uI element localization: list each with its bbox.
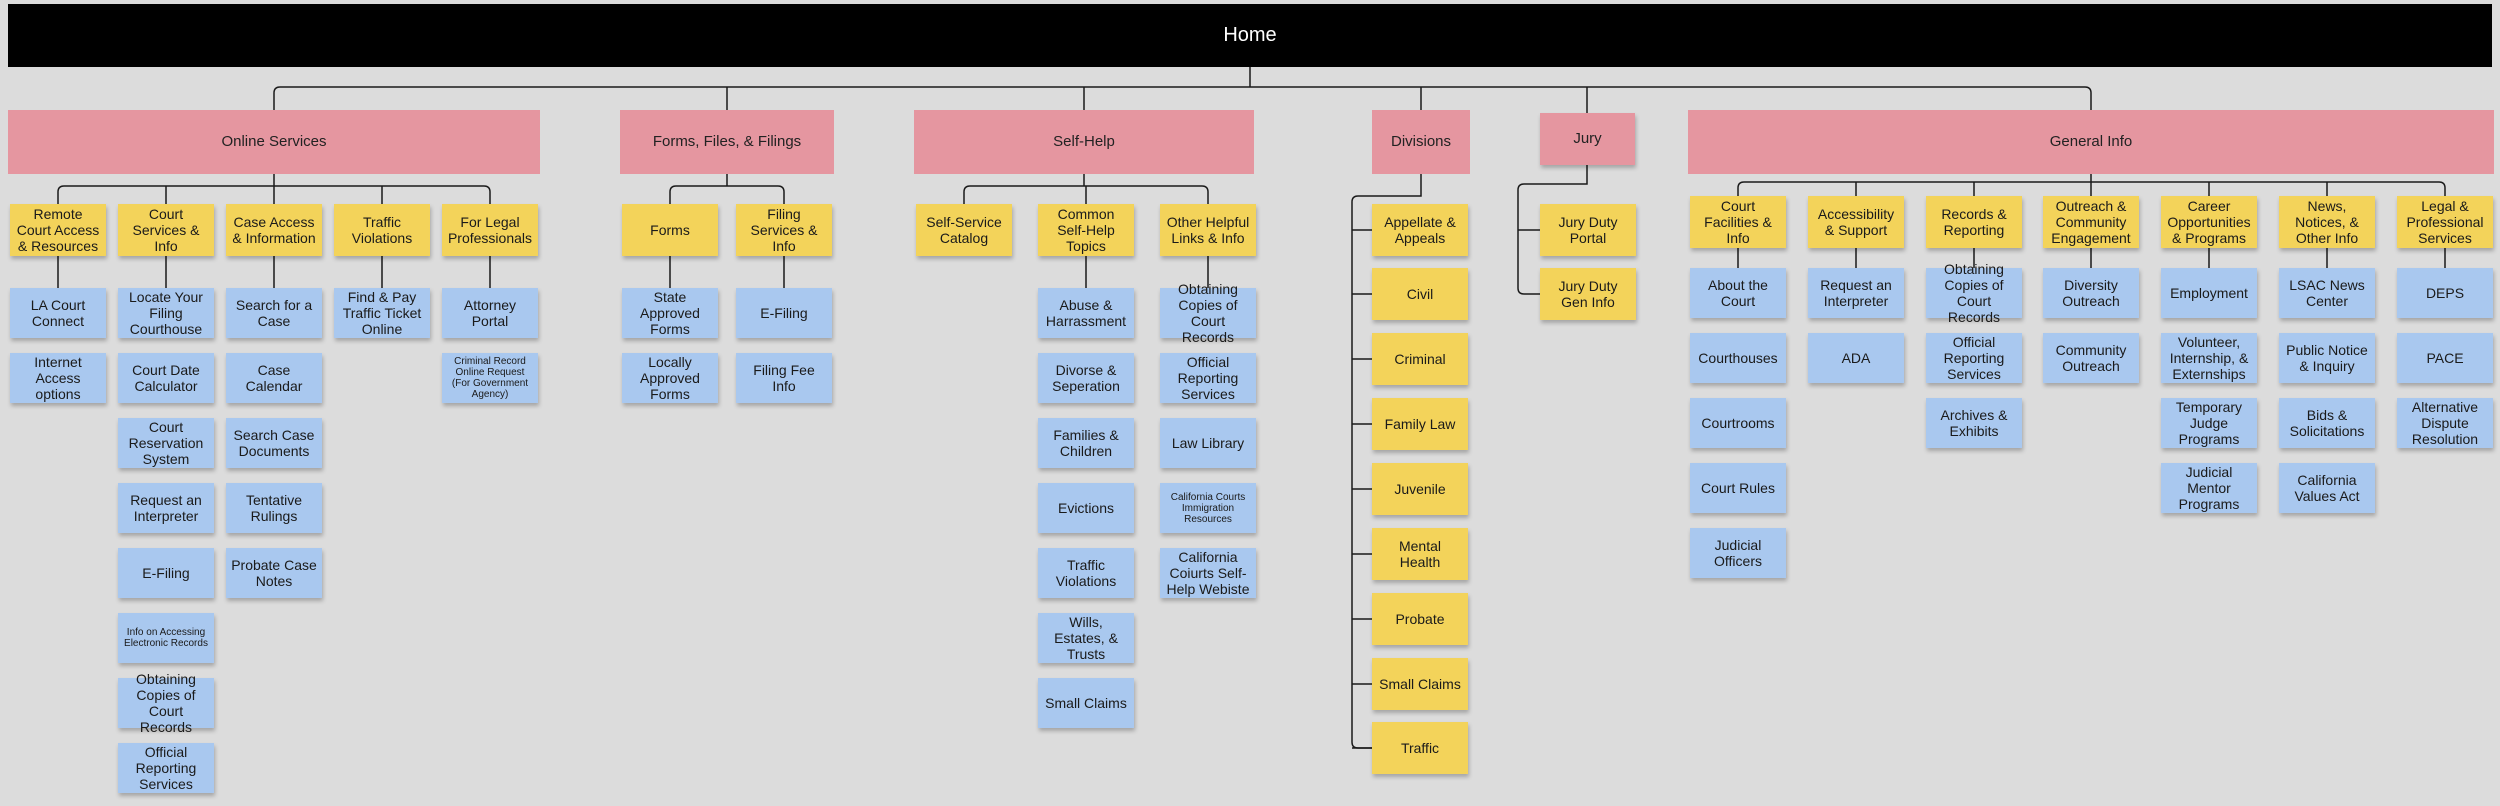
leaf-archives-exhibits[interactable]: Archives & Exhibits [1926,398,2022,448]
division-criminal[interactable]: Criminal [1372,333,1468,385]
leaf-judicial-officers[interactable]: Judicial Officers [1690,528,1786,578]
leaf-tentative-rulings[interactable]: Tentative Rulings [226,483,322,533]
sub-case-access-information[interactable]: Case Access & Information [226,204,322,256]
category-general-info[interactable]: General Info [1688,110,2494,174]
leaf-bids-solicitations[interactable]: Bids & Solicitations [2279,398,2375,448]
division-probate[interactable]: Probate [1372,593,1468,645]
leaf-info-accessing-electronic-records[interactable]: Info on Accessing Electronic Records [118,613,214,663]
leaf-pace[interactable]: PACE [2397,333,2493,383]
leaf-diversity-outreach[interactable]: Diversity Outreach [2043,268,2139,318]
sub-filing-services-info[interactable]: Filing Services & Info [736,204,832,256]
leaf-find-pay-traffic-ticket[interactable]: Find & Pay Traffic Ticket Online [334,288,430,338]
leaf-locate-filing-courthouse[interactable]: Locate Your Filing Courthouse [118,288,214,338]
leaf-general-obtaining-copies[interactable]: Obtaining Copies of Court Records [1926,261,2022,325]
leaf-community-outreach[interactable]: Community Outreach [2043,333,2139,383]
category-self-help[interactable]: Self-Help [914,110,1254,174]
leaf-california-courts-immigration[interactable]: California Courts Immigration Resources [1160,483,1256,533]
leaf-evictions[interactable]: Evictions [1038,483,1134,533]
leaf-abuse-harrassment[interactable]: Abuse & Harrassment [1038,288,1134,338]
leaf-lsac-news-center[interactable]: LSAC News Center [2279,268,2375,318]
sub-common-self-help-topics[interactable]: Common Self-Help Topics [1038,204,1134,256]
category-forms-files-filings[interactable]: Forms, Files, & Filings [620,110,834,174]
leaf-ada[interactable]: ADA [1808,333,1904,383]
leaf-court-rules[interactable]: Court Rules [1690,463,1786,513]
home-node[interactable]: Home [8,4,2492,67]
leaf-filing-fee-info[interactable]: Filing Fee Info [736,353,832,403]
leaf-court-date-calculator[interactable]: Court Date Calculator [118,353,214,403]
leaf-public-notice-inquiry[interactable]: Public Notice & Inquiry [2279,333,2375,383]
leaf-la-court-connect[interactable]: LA Court Connect [10,288,106,338]
leaf-official-reporting-services[interactable]: Official Reporting Services [118,743,214,793]
leaf-general-request-interpreter[interactable]: Request an Interpreter [1808,268,1904,318]
leaf-self-help-official-reporting[interactable]: Official Reporting Services [1160,353,1256,403]
leaf-internet-access-options[interactable]: Internet Access options [10,353,106,403]
leaf-locally-approved-forms[interactable]: Locally Approved Forms [622,353,718,403]
leaf-self-help-traffic-violations[interactable]: Traffic Violations [1038,548,1134,598]
sub-forms[interactable]: Forms [622,204,718,256]
leaf-about-the-court[interactable]: About the Court [1690,268,1786,318]
leaf-volunteer-internship[interactable]: Volunteer, Internship, & Externships [2161,333,2257,383]
sub-self-service-catalog[interactable]: Self-Service Catalog [916,204,1012,256]
sub-records-reporting[interactable]: Records & Reporting [1926,196,2022,248]
leaf-wills-estates-trusts[interactable]: Wills, Estates, & Trusts [1038,613,1134,663]
leaf-law-library[interactable]: Law Library [1160,418,1256,468]
leaf-filing-e-filing[interactable]: E-Filing [736,288,832,338]
leaf-temporary-judge-programs[interactable]: Temporary Judge Programs [2161,398,2257,448]
category-divisions[interactable]: Divisions [1372,110,1470,174]
jury-duty-gen-info[interactable]: Jury Duty Gen Info [1540,268,1636,320]
leaf-self-help-small-claims[interactable]: Small Claims [1038,678,1134,728]
leaf-courthouses[interactable]: Courthouses [1690,333,1786,383]
sub-news-notices[interactable]: News, Notices, & Other Info [2279,196,2375,248]
leaf-divorse-seperation[interactable]: Divorse & Seperation [1038,353,1134,403]
sub-other-helpful-links[interactable]: Other Helpful Links & Info [1160,204,1256,256]
sub-legal-professional-services[interactable]: Legal & Professional Services [2397,196,2493,248]
division-mental-health[interactable]: Mental Health [1372,528,1468,580]
leaf-search-case-documents[interactable]: Search Case Documents [226,418,322,468]
forms-branch-bar [669,185,785,204]
sub-traffic-violations[interactable]: Traffic Violations [334,204,430,256]
leaf-request-interpreter[interactable]: Request an Interpreter [118,483,214,533]
leaf-attorney-portal[interactable]: Attorney Portal [442,288,538,338]
division-traffic[interactable]: Traffic [1372,722,1468,774]
leaf-state-approved-forms[interactable]: State Approved Forms [622,288,718,338]
leaf-california-courts-self-help-website[interactable]: California Coiurts Self-Help Webiste [1160,548,1256,598]
category-jury[interactable]: Jury [1540,113,1635,165]
sub-court-services-info[interactable]: Court Services & Info [118,204,214,256]
leaf-search-for-case[interactable]: Search for a Case [226,288,322,338]
leaf-obtaining-copies-court-records[interactable]: Obtaining Copies of Court Records [118,671,214,735]
leaf-probate-case-notes[interactable]: Probate Case Notes [226,548,322,598]
leaf-alternative-dispute-resolution[interactable]: Alternative Dispute Resolution [2397,398,2493,448]
sub-outreach-community[interactable]: Outreach & Community Engagement [2043,196,2139,248]
sub-accessibility-support[interactable]: Accessibility & Support [1808,196,1904,248]
sub-remote-court-access[interactable]: Remote Court Access & Resources [10,204,106,256]
leaf-california-values-act[interactable]: California Values Act [2279,463,2375,513]
sub-career-opportunities[interactable]: Career Opportunities & Programs [2161,196,2257,248]
category-online-services[interactable]: Online Services [8,110,540,174]
leaf-courtrooms[interactable]: Courtrooms [1690,398,1786,448]
leaf-criminal-record-online-request[interactable]: Criminal Record Online Request (For Gove… [442,353,538,403]
division-civil[interactable]: Civil [1372,268,1468,320]
home-branch-line [273,86,2092,110]
jury-duty-portal[interactable]: Jury Duty Portal [1540,204,1636,256]
leaf-court-reservation-system[interactable]: Court Reservation System [118,418,214,468]
sub-for-legal-professionals[interactable]: For Legal Professionals [442,204,538,256]
division-juvenile[interactable]: Juvenile [1372,463,1468,515]
leaf-deps[interactable]: DEPS [2397,268,2493,318]
division-appellate-appeals[interactable]: Appellate & Appeals [1372,204,1468,256]
division-family-law[interactable]: Family Law [1372,398,1468,450]
sub-court-facilities-info[interactable]: Court Facilities & Info [1690,196,1786,248]
leaf-case-calendar[interactable]: Case Calendar [226,353,322,403]
jury-bracket [1517,165,1588,295]
leaf-judicial-mentor-programs[interactable]: Judicial Mentor Programs [2161,463,2257,513]
leaf-general-official-reporting[interactable]: Official Reporting Services [1926,333,2022,383]
leaf-families-children[interactable]: Families & Children [1038,418,1134,468]
leaf-employment[interactable]: Employment [2161,268,2257,318]
division-small-claims[interactable]: Small Claims [1372,658,1468,710]
leaf-e-filing[interactable]: E-Filing [118,548,214,598]
leaf-self-help-obtaining-copies[interactable]: Obtaining Copies of Court Records [1160,281,1256,345]
